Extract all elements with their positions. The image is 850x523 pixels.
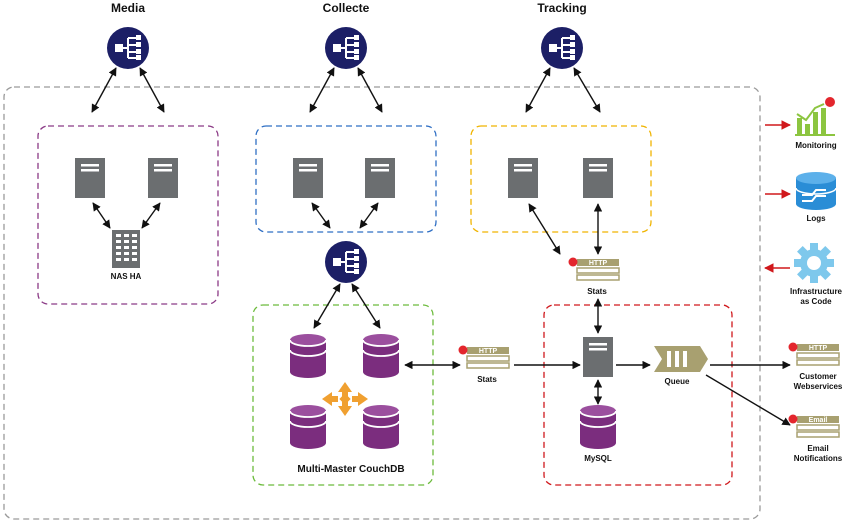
connectors [91,67,791,426]
couchdb-node-4-icon [362,404,400,450]
monitoring-label: Monitoring [795,141,837,150]
nas-ha-label: NAS HA [110,272,142,281]
nas-storage-icon [112,230,140,268]
side-service-arrows [764,120,791,273]
media-load-balancer-icon [106,26,150,70]
collecte-load-balancer-icon [324,26,368,70]
infrastructure-as-code-icon [794,243,834,283]
tracking-load-balancer-icon [540,26,584,70]
collecte-server-1-icon [293,158,323,198]
tracking-http-tag: HTTP [589,260,608,267]
tracking-stats-label: Stats [587,287,607,296]
tracking-title: Tracking [537,1,587,15]
email-tag: Email [809,417,828,424]
collecte-group-box [255,125,437,233]
couchdb-node-2-icon [362,333,400,379]
logs-label: Logs [806,214,826,223]
couchdb-group-box [252,304,434,486]
tracking-server-1-icon [508,158,538,198]
collecte-title: Collecte [322,1,370,15]
monitoring-icon [795,97,835,136]
queue-icon [654,346,708,372]
tracking-group-box [470,125,652,233]
mysql-database-icon [579,404,617,450]
replication-arrows-icon [322,382,368,416]
tracking-server-2-icon [583,158,613,198]
infrastructure-as-code-label: Infrastructure as Code [790,287,842,307]
stats-label: Stats [477,375,497,384]
mysql-label: MySQL [584,454,612,463]
iac-line-1: Infrastructure [789,287,843,296]
outer-boundary [3,86,761,520]
media-server-1-icon [75,158,105,198]
iac-line-2: as Code [800,297,832,306]
collecte-server-2-icon [365,158,395,198]
email-line-1: Email [807,444,829,453]
media-server-2-icon [148,158,178,198]
media-title: Media [110,1,146,15]
couchdb-label: Multi-Master CouchDB [297,464,405,475]
couchdb-node-3-icon [289,404,327,450]
email-notifications-label: Email Notifications [794,444,842,464]
stats-http-tag: HTTP [479,348,498,355]
customer-line-2: Webservices [793,382,843,391]
mysql-group-box [543,304,733,486]
couchdb-node-1-icon [289,333,327,379]
email-line-2: Notifications [793,454,843,463]
app-server-icon [583,337,613,377]
customer-http-tag: HTTP [809,345,828,352]
logs-icon [795,172,837,210]
customer-webservices-label: Customer Webservices [794,372,843,392]
customer-line-1: Customer [799,372,837,381]
couchdb-load-balancer-icon [324,240,368,284]
media-group-box [37,125,219,305]
queue-label: Queue [664,377,690,386]
